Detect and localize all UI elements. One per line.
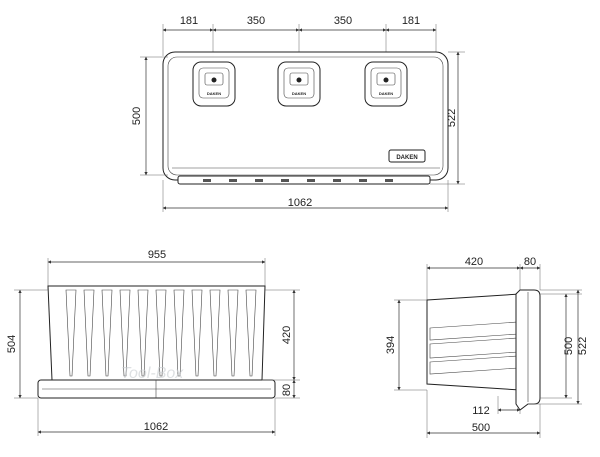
front-dim-left: 500	[131, 107, 143, 125]
front-dim-top-2: 350	[247, 15, 265, 27]
svg-text:DAKEN: DAKEN	[379, 91, 393, 96]
side-dim-left: 394	[385, 336, 397, 354]
front-dim-right: 522	[446, 109, 458, 127]
front-box-inner-outline	[167, 56, 444, 176]
front-dim-top-4: 181	[402, 15, 420, 27]
top-dim-bottom: 1062	[144, 421, 168, 433]
brand-plate-text: DAKEN	[396, 155, 417, 161]
svg-text:DAKEN: DAKEN	[292, 91, 306, 96]
top-dim-left: 504	[6, 335, 18, 353]
brand-plate	[388, 149, 426, 163]
lock-center: DAKEN	[277, 61, 321, 107]
side-dim-bottom: 500	[472, 422, 490, 434]
top-dim-right-upper: 420	[281, 326, 293, 344]
top-view: 955 Tool-Box 504	[6, 249, 300, 436]
front-base-slots	[203, 179, 393, 182]
front-dim-top-3: 350	[334, 15, 352, 27]
side-dim-right-outer: 522	[577, 337, 589, 355]
side-dim-bottom-upper: 112	[472, 405, 490, 417]
top-dim-top: 955	[148, 249, 166, 261]
side-dim-top-right: 80	[524, 256, 536, 268]
lock-left: DAKEN	[192, 61, 236, 107]
side-view-body	[426, 293, 521, 391]
side-view: 420 80 394 500 522 112	[385, 256, 589, 438]
top-dim-right-lower: 80	[281, 384, 293, 396]
side-dim-right-inner: 500	[563, 337, 575, 355]
side-dim-top-left: 420	[465, 256, 483, 268]
watermark-text: Tool-Box	[121, 365, 185, 382]
svg-text:DAKEN: DAKEN	[207, 91, 221, 96]
front-view: 181 350 350 181 DAKEN	[131, 15, 465, 212]
lock-right: DAKEN	[364, 61, 408, 107]
top-view-ribs	[65, 289, 257, 377]
front-dim-top-1: 181	[180, 15, 198, 27]
front-dim-bottom: 1062	[288, 197, 312, 209]
